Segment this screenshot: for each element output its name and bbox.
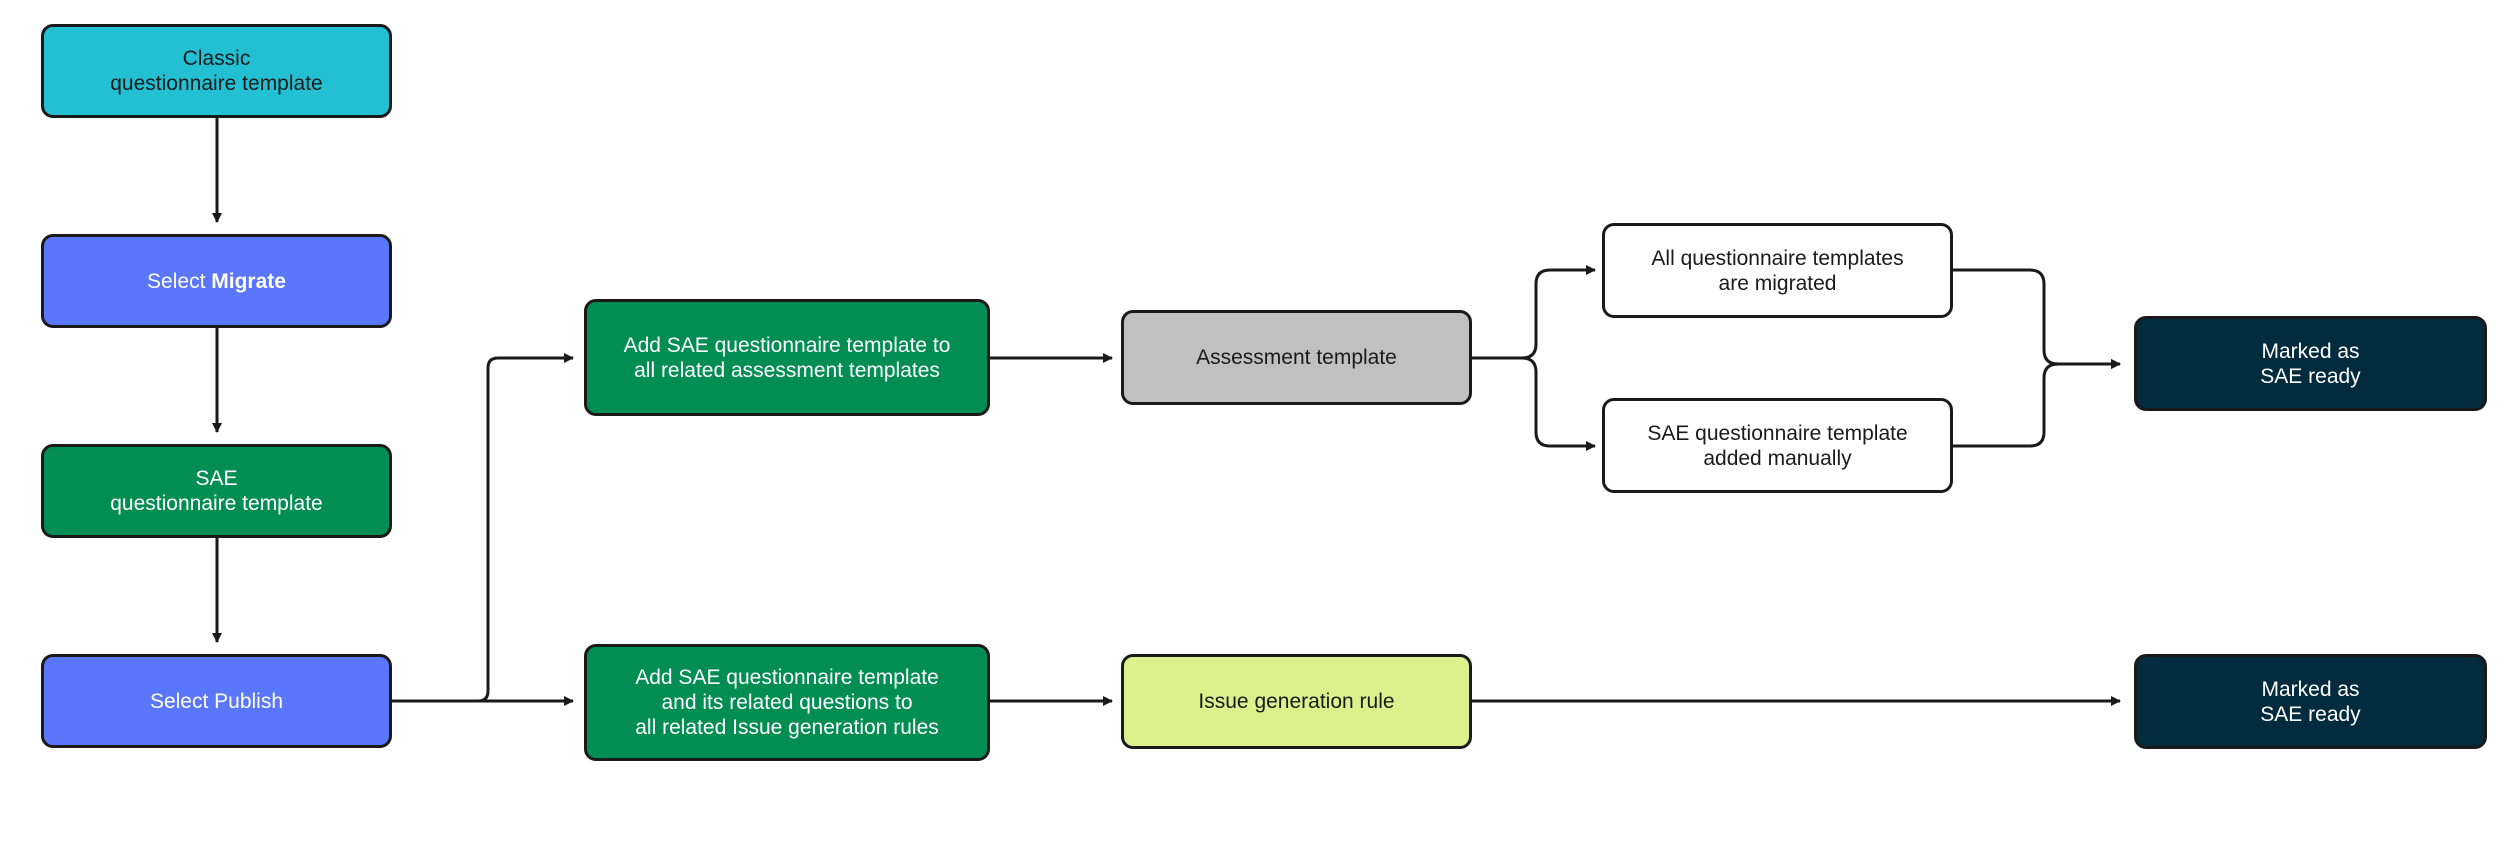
node-added-manually: SAE questionnaire template added manuall… (1602, 398, 1953, 493)
node-select-migrate-label: Select Migrate (147, 269, 286, 294)
node-issue-generation-rule: Issue generation rule (1121, 654, 1472, 749)
node-classic-template: Classic questionnaire template (41, 24, 392, 118)
node-assessment-template-label: Assessment template (1196, 346, 1397, 369)
node-select-publish-label: Select Publish (149, 689, 284, 713)
node-assessment-template: Assessment template (1121, 310, 1472, 405)
arrow-added-manually-to-sae-ready (1953, 359, 2121, 448)
node-sae-ready-bottom-label: Marked as SAE ready (2260, 677, 2361, 726)
node-sae-ready-bottom: Marked as SAE ready (2134, 654, 2487, 749)
node-added-manually-label: SAE questionnaire template added manuall… (1647, 421, 1908, 470)
select-prefix: Select (147, 269, 212, 293)
node-classic-template-label: Classic questionnaire template (110, 47, 323, 95)
node-sae-ready-top-label: Marked as SAE ready (2260, 339, 2361, 388)
node-issue-generation-rule-label: Issue generation rule (1198, 690, 1395, 713)
node-select-publish: Select Publish (41, 654, 392, 748)
migrate-bold: Migrate (211, 269, 286, 293)
arrow-assessment-to-all-migrated (1472, 265, 1596, 360)
node-sae-template-label: SAE questionnaire template (110, 467, 323, 515)
node-all-migrated: All questionnaire templates are migrated (1602, 223, 1953, 318)
node-add-to-assessment: Add SAE questionnaire template to all re… (584, 299, 990, 416)
node-sae-template: SAE questionnaire template (41, 444, 392, 538)
node-sae-ready-top: Marked as SAE ready (2134, 316, 2487, 411)
node-select-migrate: Select Migrate (41, 234, 392, 328)
node-all-migrated-label: All questionnaire templates are migrated (1651, 246, 1904, 295)
node-add-to-assessment-label: Add SAE questionnaire template to all re… (623, 333, 951, 382)
arrow-assessment-to-added-manually (1472, 356, 1596, 451)
arrow-all-migrated-to-sae-ready (1953, 268, 2121, 369)
arrow-publish-to-add-assessment (392, 353, 574, 703)
node-add-to-issue-rules-label: Add SAE questionnaire template and its r… (635, 666, 939, 739)
node-add-to-issue-rules: Add SAE questionnaire template and its r… (584, 644, 990, 761)
